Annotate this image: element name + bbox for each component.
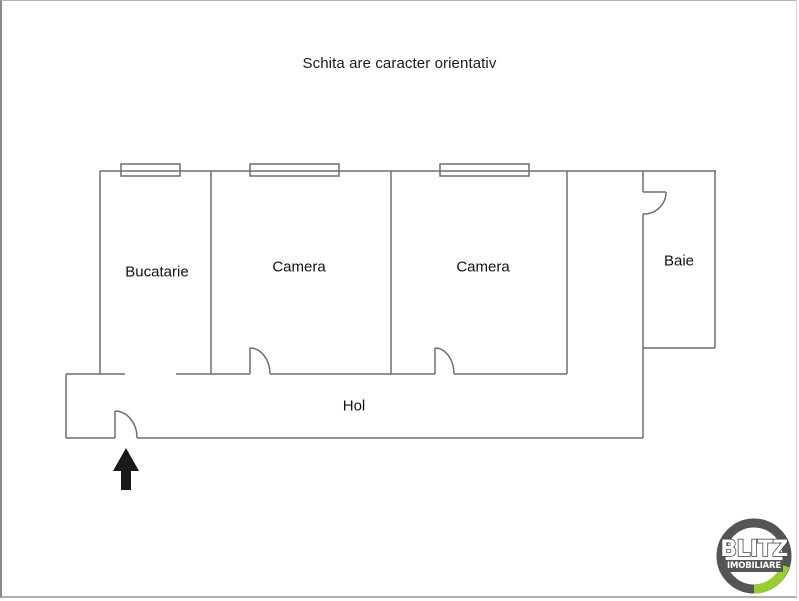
disclaimer-title: Schita are caracter orientativ [302, 55, 497, 72]
logo-sub-text: IMOBILIARE [725, 560, 783, 572]
logo-ring-icon [716, 518, 792, 594]
window-camera-1 [249, 163, 340, 177]
camera-1-door-swing [249, 347, 271, 375]
room-label-hol: Hol [342, 397, 366, 415]
camera-2-door-swing [434, 347, 455, 375]
room-label-camera-1: Camera [272, 258, 326, 276]
window-bucatarie [120, 163, 181, 177]
arrow-up-icon [113, 448, 139, 490]
entrance-door-swing [114, 410, 138, 439]
logo-main-text: BLITZ [720, 537, 789, 562]
blitz-imobiliare-logo: BLITZ IMOBILIARE [714, 516, 794, 596]
room-label-baie: Baie [663, 252, 695, 270]
room-label-bucatarie: Bucatarie [125, 263, 189, 281]
window-camera-2 [439, 163, 530, 177]
room-label-camera-2: Camera [456, 258, 510, 276]
baie-door-swing [642, 191, 667, 215]
